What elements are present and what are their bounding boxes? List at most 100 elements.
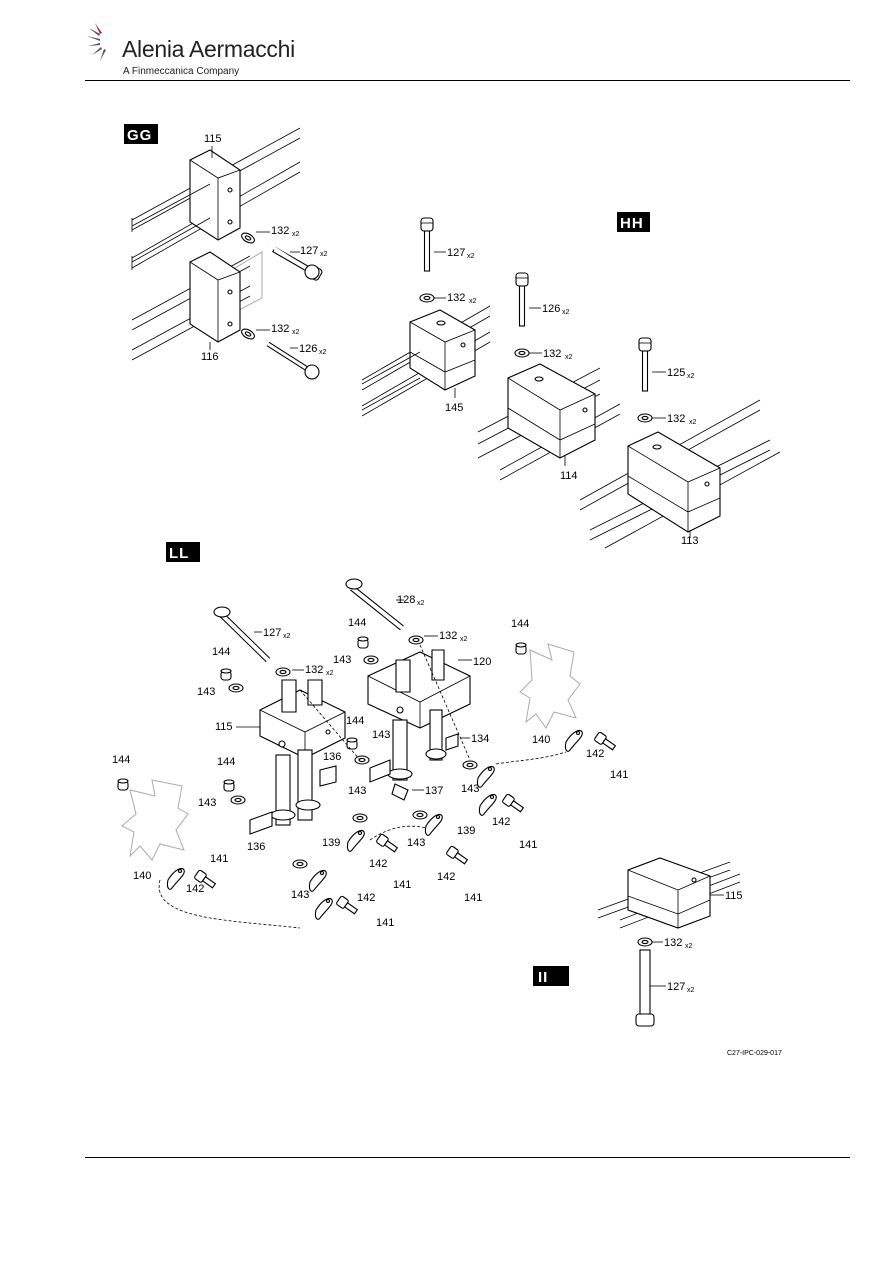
qty-gg-126: x2	[319, 349, 327, 356]
view-hh: HH	[361, 212, 781, 549]
callout-ll-144d: 144	[346, 715, 364, 727]
qty-ll-128: x2	[417, 600, 425, 607]
callout-ll-140b: 140	[133, 870, 151, 882]
callout-ll-134: 134	[471, 733, 489, 745]
callout-ll-144b: 144	[511, 618, 529, 630]
clamp-114	[477, 272, 621, 481]
callout-ll-143f: 143	[461, 783, 479, 795]
callout-gg-115: 115	[204, 133, 222, 145]
view-badge-hh	[617, 212, 650, 232]
clamp-113	[579, 337, 781, 549]
callout-ll-143h: 143	[291, 889, 309, 901]
callout-ll-143b: 143	[197, 686, 215, 698]
callout-ll-143a: 143	[333, 654, 351, 666]
callout-ll-142b: 142	[492, 816, 510, 828]
brand-name: Alenia Aermacchi	[122, 36, 295, 62]
callout-ll-139b: 139	[457, 825, 475, 837]
view-badge-gg	[124, 124, 158, 144]
callout-gg-127: 127	[300, 245, 318, 257]
callout-ll-141a: 141	[610, 769, 628, 781]
brand-tagline: A Finmeccanica Company	[123, 66, 240, 77]
callout-ll-141b: 141	[519, 839, 537, 851]
clamp-115	[131, 127, 301, 270]
figure-reference: C27-IPC-029-017	[727, 1050, 782, 1057]
qty-ll-132b: x2	[326, 670, 334, 677]
callout-ll-142d: 142	[437, 871, 455, 883]
block-120	[367, 649, 471, 801]
qty-ii-127: x2	[687, 987, 695, 994]
callout-ll-144c: 144	[212, 646, 230, 658]
qty-ll-127: x2	[283, 633, 291, 640]
callout-ll-141c: 141	[393, 879, 411, 891]
callout-ii-127: 127	[667, 981, 685, 993]
view-ii: II 115 132 x2 127 x2	[533, 857, 743, 1027]
view-label-gg: GG	[127, 127, 152, 144]
view-gg: GG 115 132	[124, 124, 328, 380]
callout-gg-116: 116	[201, 351, 219, 363]
callout-hh-125: 125	[667, 367, 685, 379]
callout-hh-132c: 132	[667, 413, 685, 425]
alenia-logo-icon	[87, 23, 106, 61]
callout-hh-132: 132	[447, 292, 465, 304]
clamp-116	[131, 251, 263, 361]
callout-ll-144e: 144	[217, 756, 235, 768]
callout-ll-141d: 141	[464, 892, 482, 904]
view-label-ll: LL	[169, 545, 189, 562]
qty-hh-125: x2	[687, 373, 695, 380]
qty-ii-132: x2	[685, 943, 693, 950]
qty-ll-132a: x2	[460, 636, 468, 643]
view-ll: LL	[112, 542, 628, 929]
callout-ll-143e: 143	[348, 785, 366, 797]
callout-ll-132b: 132	[305, 664, 323, 676]
qty-hh-132c: x2	[689, 419, 697, 426]
footer-rule	[85, 1157, 850, 1158]
callout-hh-145: 145	[445, 402, 463, 414]
callout-ll-141f: 141	[376, 917, 394, 929]
qty-gg-127: x2	[320, 251, 328, 258]
callout-ll-136b: 136	[247, 841, 265, 853]
callout-ll-137: 137	[425, 785, 443, 797]
callout-ii-132: 132	[664, 937, 682, 949]
view-badge-ll	[166, 542, 200, 562]
callout-ll-142f: 142	[357, 892, 375, 904]
header-rule	[85, 80, 850, 81]
block-115	[249, 679, 346, 835]
callout-ll-115: 115	[215, 721, 233, 733]
callout-ll-143g: 143	[407, 837, 425, 849]
callout-gg-132: 132	[271, 225, 289, 237]
callout-hh-127: 127	[447, 247, 465, 259]
qty-gg-132b: x2	[292, 329, 300, 336]
qty-hh-127: x2	[467, 253, 475, 260]
callout-gg-132b: 132	[271, 323, 289, 335]
clamp-115-ii	[597, 857, 741, 929]
clamp-145	[361, 217, 491, 417]
callout-ll-142c: 142	[369, 858, 387, 870]
callout-ll-143c: 143	[372, 729, 390, 741]
callout-ll-144f: 144	[112, 754, 130, 766]
callout-ll-140a: 140	[532, 734, 550, 746]
callout-ll-142a: 142	[586, 748, 604, 760]
callout-hh-132b: 132	[543, 348, 561, 360]
callout-ll-132a: 132	[439, 630, 457, 642]
callout-ll-142e: 142	[186, 883, 204, 895]
callout-ll-120: 120	[473, 656, 491, 668]
qty-hh-132b: x2	[565, 354, 573, 361]
qty-hh-132: x2	[469, 298, 477, 305]
callout-ll-136a: 136	[323, 751, 341, 763]
qty-hh-126: x2	[562, 309, 570, 316]
callout-ll-128: 128	[397, 594, 415, 606]
qty-gg-132: x2	[292, 231, 300, 238]
callout-hh-113: 113	[681, 535, 699, 547]
callout-hh-114: 114	[560, 470, 578, 482]
callout-ll-139a: 139	[322, 837, 340, 849]
callout-ll-127: 127	[263, 627, 281, 639]
callout-ll-143d: 143	[198, 797, 216, 809]
view-badge-ii	[533, 966, 569, 986]
page-header: Alenia Aermacchi A Finmeccanica Company	[0, 0, 893, 82]
callout-gg-126: 126	[299, 343, 317, 355]
callout-ll-144a: 144	[348, 617, 366, 629]
view-label-ii: II	[538, 969, 548, 986]
callout-ll-141e: 141	[210, 853, 228, 865]
view-label-hh: HH	[620, 215, 644, 232]
